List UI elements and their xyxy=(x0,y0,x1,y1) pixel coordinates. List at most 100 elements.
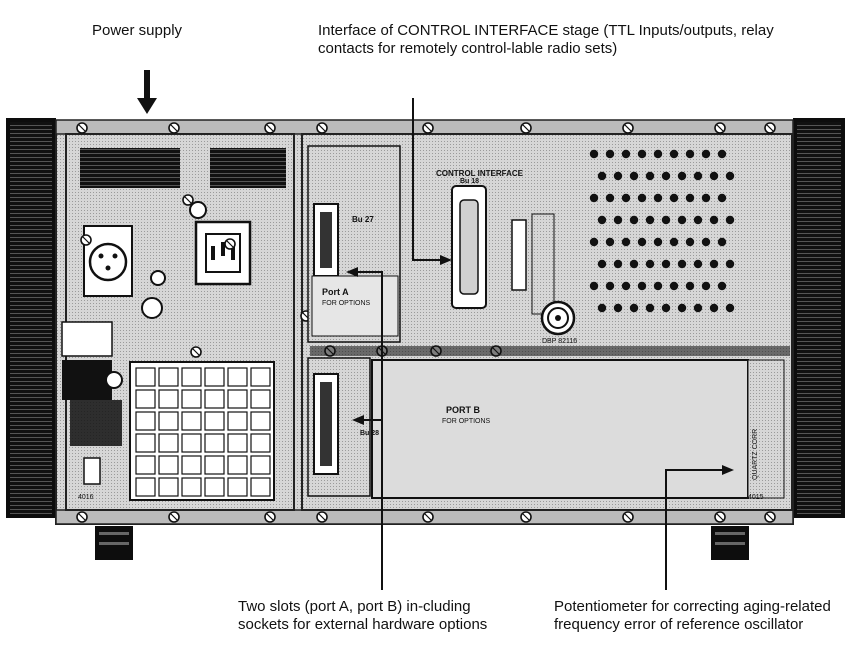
vent-hole xyxy=(646,260,654,268)
grid-cell xyxy=(251,434,270,452)
vent-hole xyxy=(694,172,702,180)
fuse-holder xyxy=(142,298,162,318)
vent-hole xyxy=(606,238,614,246)
vent-hole xyxy=(638,282,646,290)
vent-hole xyxy=(702,238,710,246)
grid-cell xyxy=(159,434,178,452)
grid-cell xyxy=(159,412,178,430)
two-slots-callout: Two slots (port A, port B) in-cluding so… xyxy=(238,598,508,634)
grid-cell xyxy=(182,478,201,496)
vent-hole xyxy=(654,150,662,158)
control-interface-connector xyxy=(452,186,486,308)
power-supply-arrow xyxy=(137,70,157,114)
grid-cell xyxy=(182,368,201,386)
vent-hole xyxy=(622,238,630,246)
grid-cell xyxy=(182,434,201,452)
vent-hole xyxy=(662,304,670,312)
ext-batt-connector xyxy=(84,226,132,296)
vent-hole xyxy=(654,282,662,290)
grid-cell xyxy=(159,390,178,408)
vent-hole xyxy=(614,216,622,224)
grid-cell xyxy=(228,434,247,452)
vent-hole xyxy=(646,216,654,224)
vent-hole xyxy=(670,194,678,202)
grid-cell xyxy=(251,368,270,386)
bu-27-label: Bu 27 xyxy=(352,216,374,225)
vent-hole xyxy=(598,172,606,180)
vent-hole xyxy=(622,150,630,158)
grid-cell xyxy=(182,412,201,430)
grid-cell xyxy=(136,434,155,452)
grid-cell xyxy=(251,412,270,430)
vent-hole xyxy=(598,304,606,312)
vent-hole xyxy=(726,216,734,224)
grid-cell xyxy=(205,478,224,496)
control-interface-callout: Interface of CONTROL INTERFACE stage (TT… xyxy=(318,22,790,58)
vent-hole xyxy=(686,238,694,246)
vent-hole xyxy=(686,282,694,290)
right-rack-handle xyxy=(793,118,845,518)
vent-hole xyxy=(614,172,622,180)
grid-cell xyxy=(159,456,178,474)
grid-cell xyxy=(228,478,247,496)
vent-hole xyxy=(654,194,662,202)
port-a-sub-label: FOR OPTIONS xyxy=(322,300,370,308)
fuse-holder xyxy=(190,202,206,218)
vent-hole xyxy=(702,150,710,158)
grid-cell xyxy=(228,368,247,386)
bu-28-label: Bu 28 xyxy=(360,430,379,438)
port-a-slot xyxy=(308,146,400,342)
bu-18-label: Bu 18 xyxy=(460,178,479,186)
grid-cell xyxy=(159,368,178,386)
potentiometer-callout: Potentiometer for correcting aging-relat… xyxy=(554,598,854,634)
quartz-corr-label: QUARTZ CORR xyxy=(752,429,760,480)
grid-cell xyxy=(205,456,224,474)
grid-cell xyxy=(205,412,224,430)
grid-cell xyxy=(182,456,201,474)
vent-hole xyxy=(694,260,702,268)
grid-cell xyxy=(136,412,155,430)
vent-hole xyxy=(646,304,654,312)
grid-cell xyxy=(136,390,155,408)
grid-cell xyxy=(136,456,155,474)
grid-cell xyxy=(228,412,247,430)
vent-hole xyxy=(590,282,598,290)
vent-hole xyxy=(662,172,670,180)
vent-hole xyxy=(638,194,646,202)
vent-hole xyxy=(606,150,614,158)
vent-hole xyxy=(614,260,622,268)
vent-hole xyxy=(670,238,678,246)
ttl-terminal xyxy=(512,220,526,290)
vent-hole xyxy=(590,238,598,246)
vent-hole xyxy=(710,260,718,268)
vent-hole xyxy=(718,150,726,158)
vent-hole xyxy=(702,282,710,290)
vent-hole xyxy=(694,216,702,224)
grid-cell xyxy=(182,390,201,408)
vent-hole xyxy=(646,172,654,180)
vent-hole xyxy=(598,260,606,268)
port-a-label: Port A xyxy=(322,288,349,298)
vent-hole xyxy=(726,260,734,268)
vent-hole xyxy=(630,216,638,224)
vent-hole xyxy=(630,172,638,180)
grid-cell xyxy=(136,478,155,496)
port-b-slot xyxy=(308,358,784,498)
vent-hole xyxy=(686,150,694,158)
fuse-holder xyxy=(151,271,165,285)
vent-hole xyxy=(678,216,686,224)
grid-cell xyxy=(251,456,270,474)
vent-hole xyxy=(614,304,622,312)
vent-hole xyxy=(630,260,638,268)
grid-cell xyxy=(205,390,224,408)
vent-hole xyxy=(606,194,614,202)
vent-hole xyxy=(718,282,726,290)
vent-hole xyxy=(726,172,734,180)
vent-hole xyxy=(678,304,686,312)
vent-hole xyxy=(662,216,670,224)
vent-hole xyxy=(718,194,726,202)
grid-cell xyxy=(205,368,224,386)
vent-hole xyxy=(590,150,598,158)
vent-hole xyxy=(590,194,598,202)
vent-hole xyxy=(606,282,614,290)
